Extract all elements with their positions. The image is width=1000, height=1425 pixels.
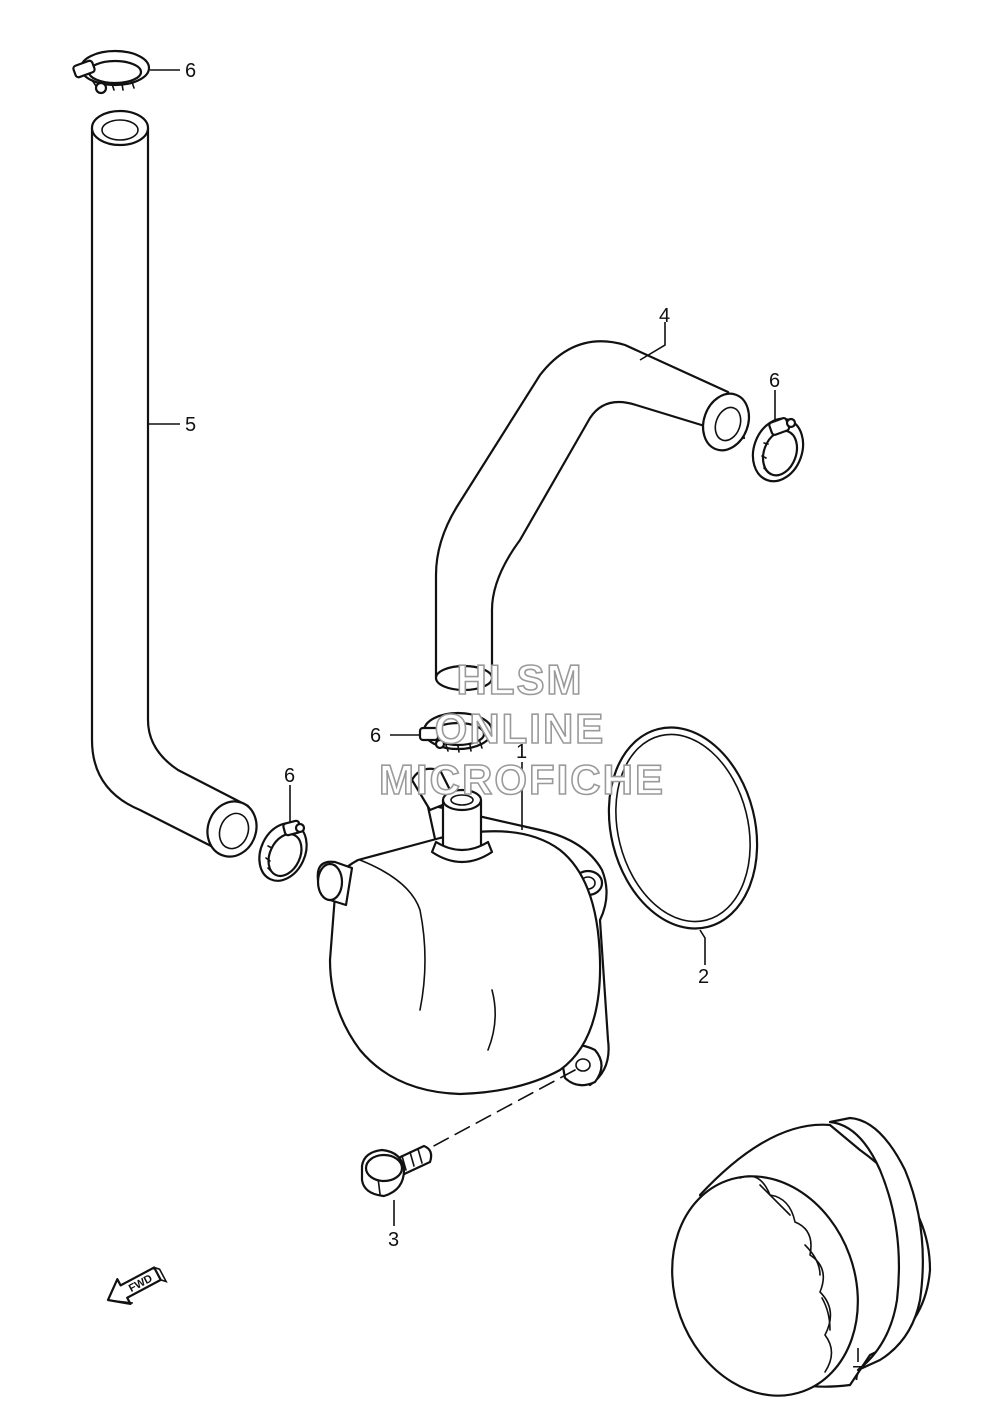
watermark-line3: MICROFICHE xyxy=(379,756,665,803)
callout-6-top: 6 xyxy=(185,60,196,82)
hose-clamp-left xyxy=(258,819,308,882)
coolant-hose-bent xyxy=(434,340,751,692)
callout-5: 5 xyxy=(185,414,196,436)
coolant-hose-long xyxy=(90,109,258,858)
watermark-line2: ONLINE xyxy=(435,705,606,752)
flange-bolt xyxy=(360,1144,433,1198)
o-ring xyxy=(607,726,759,930)
fwd-direction-arrow: FWD xyxy=(106,1266,168,1306)
leader-lines xyxy=(148,69,859,1362)
oil-cooler xyxy=(316,767,610,1096)
callout-2: 2 xyxy=(698,966,709,988)
oil-filter xyxy=(671,1116,932,1397)
hose-clamp-top xyxy=(72,49,151,95)
callout-1: 1 xyxy=(516,741,527,763)
watermark-line1: HLSM xyxy=(457,656,584,703)
callout-6-right: 6 xyxy=(769,370,780,392)
callout-6-center: 6 xyxy=(370,725,381,747)
callout-3: 3 xyxy=(388,1229,399,1251)
callout-4: 4 xyxy=(659,305,670,327)
hose-clamp-right xyxy=(751,417,805,483)
callout-6-left: 6 xyxy=(284,765,295,787)
hose-clamp-center xyxy=(418,711,494,753)
callout-7: 7 xyxy=(852,1363,863,1385)
